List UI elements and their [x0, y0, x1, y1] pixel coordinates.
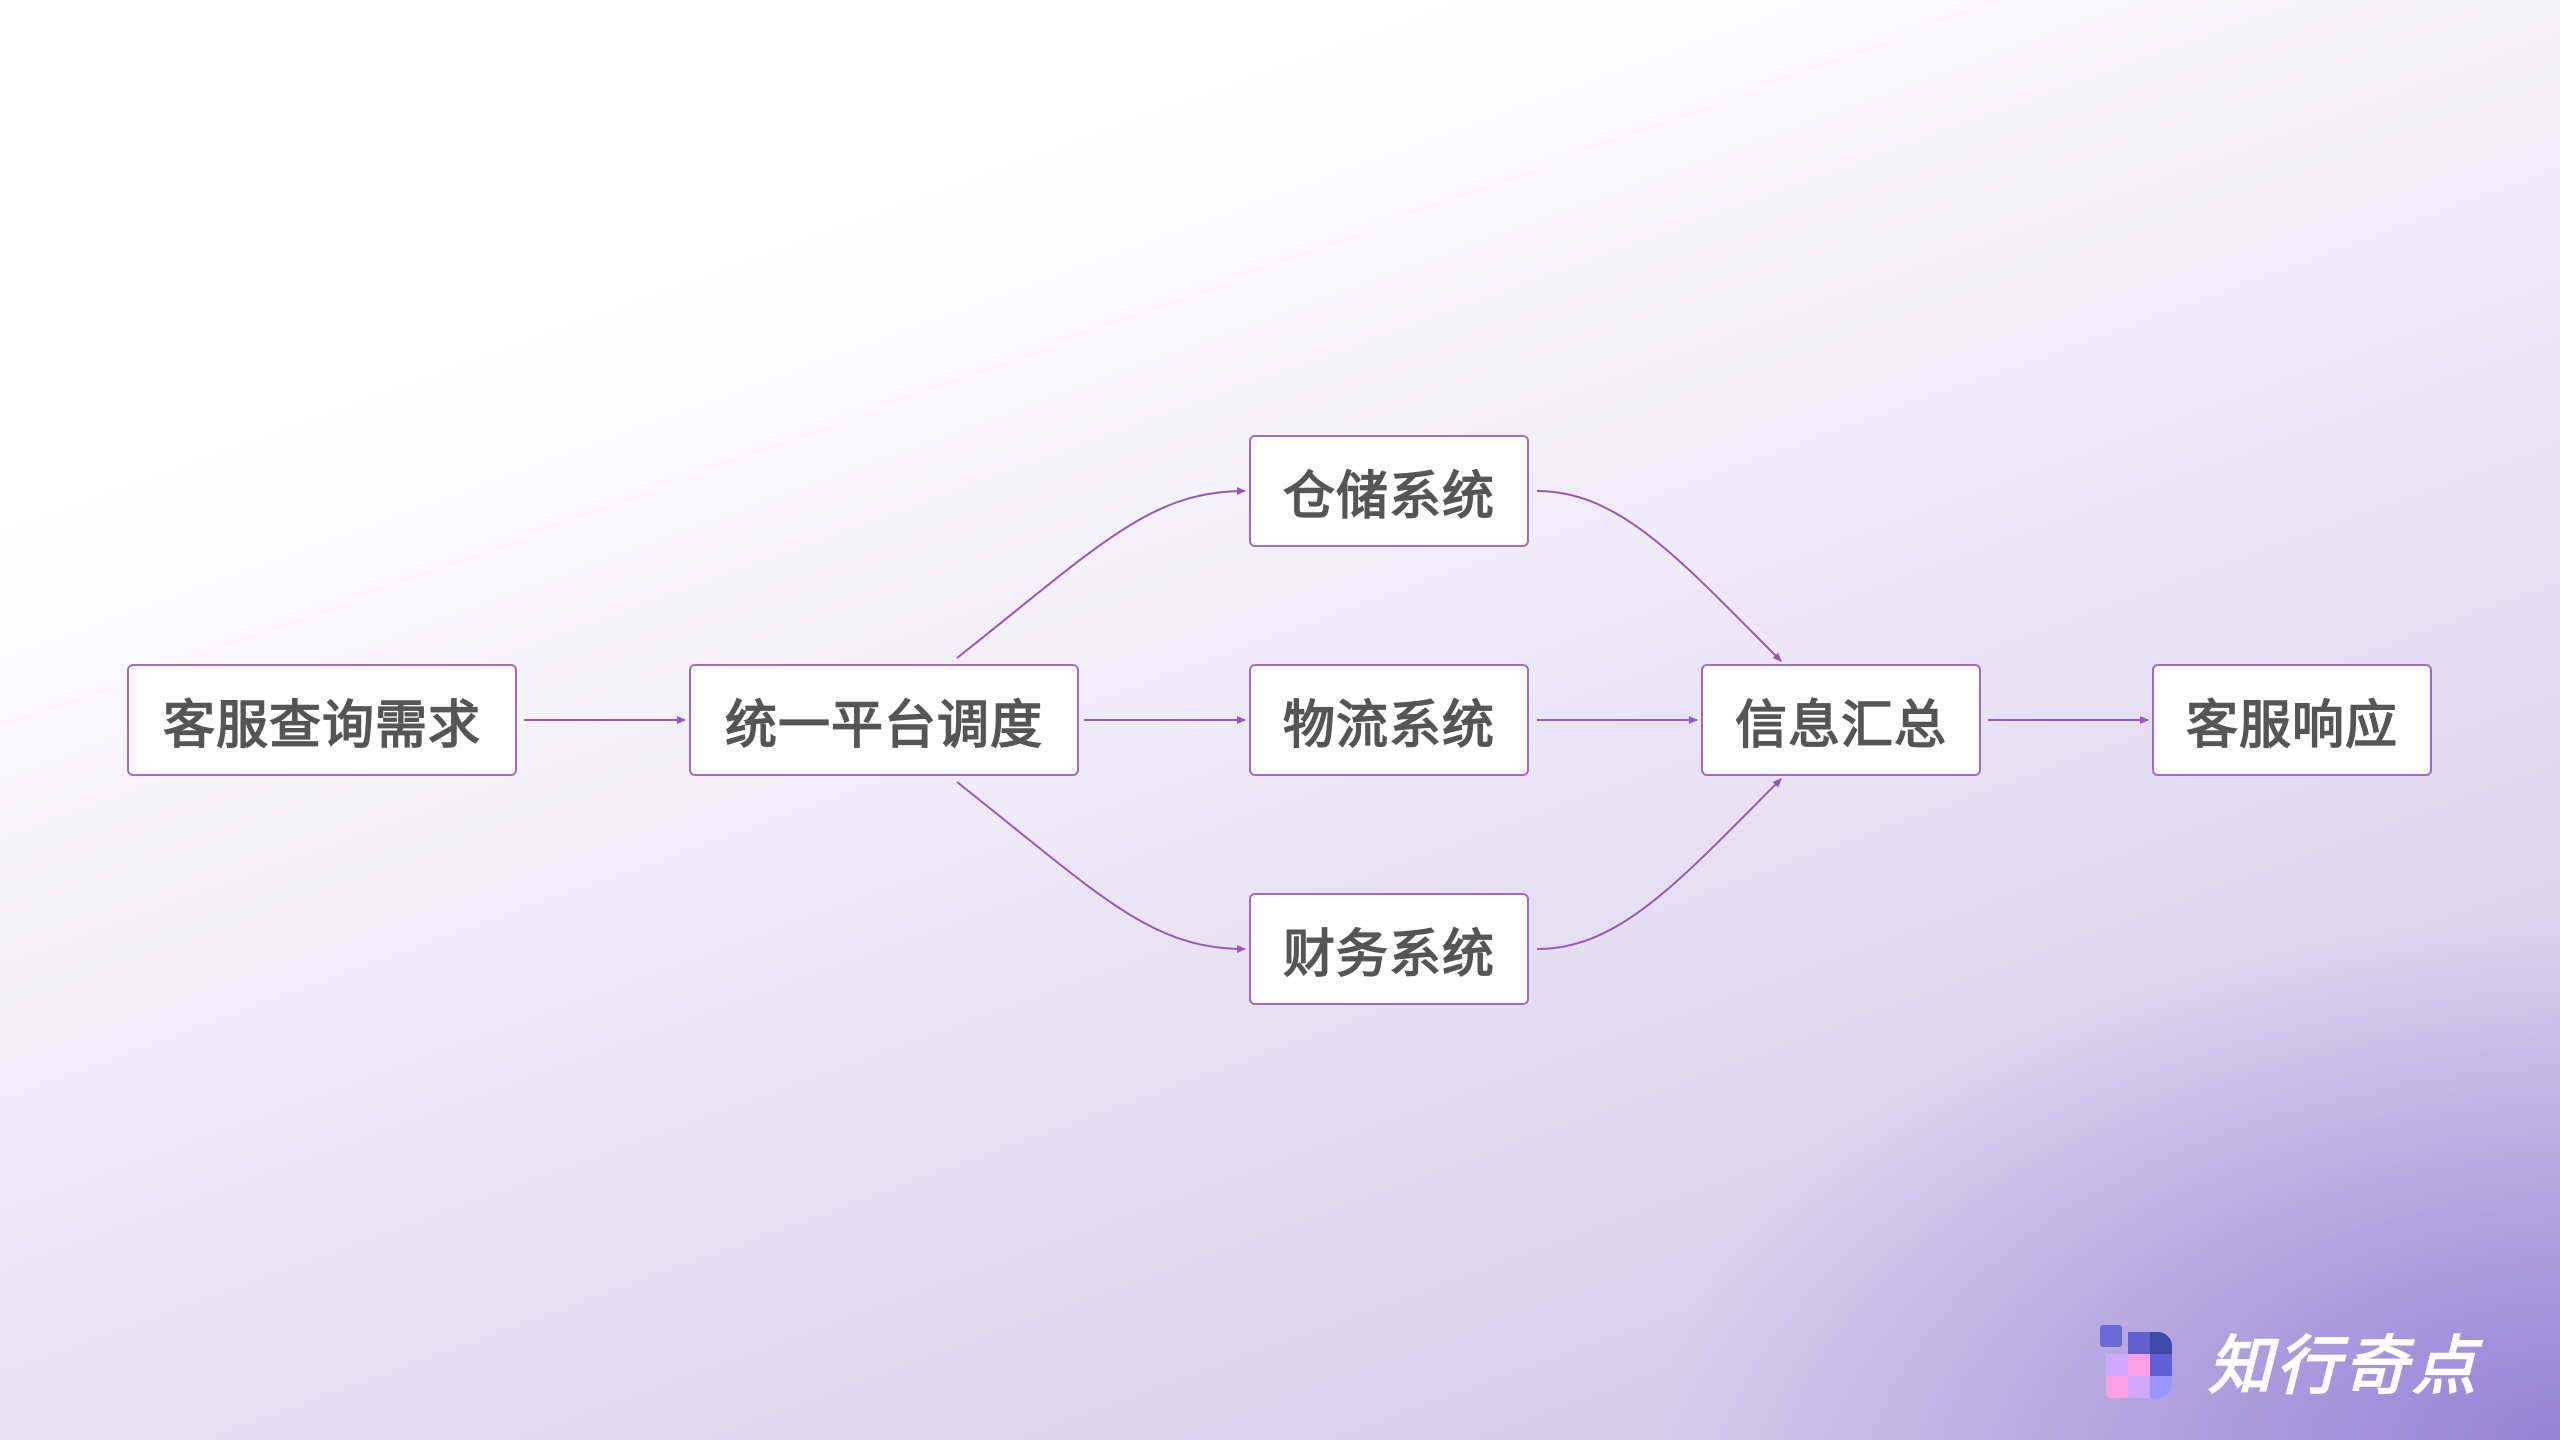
logo-mark-icon: [2100, 1325, 2172, 1398]
node-warehouse: 仓储系统: [1249, 435, 1529, 547]
edge-finance-summary: [1536, 778, 1782, 950]
node-finance: 财务系统: [1249, 893, 1529, 1005]
node-summary: 信息汇总: [1701, 664, 1981, 776]
edge-dispatch-warehouse: [956, 487, 1246, 659]
edge-warehouse-summary: [1536, 490, 1782, 662]
node-response: 客服响应: [2152, 664, 2432, 776]
node-request: 客服查询需求: [127, 664, 517, 776]
brand-logo: 知行奇点: [2100, 1315, 2480, 1407]
edge-dispatch-finance: [956, 781, 1246, 953]
logo-text: 知行奇点: [2208, 1330, 2480, 1404]
node-logistics: 物流系统: [1249, 664, 1529, 776]
node-dispatch: 统一平台调度: [689, 664, 1079, 776]
